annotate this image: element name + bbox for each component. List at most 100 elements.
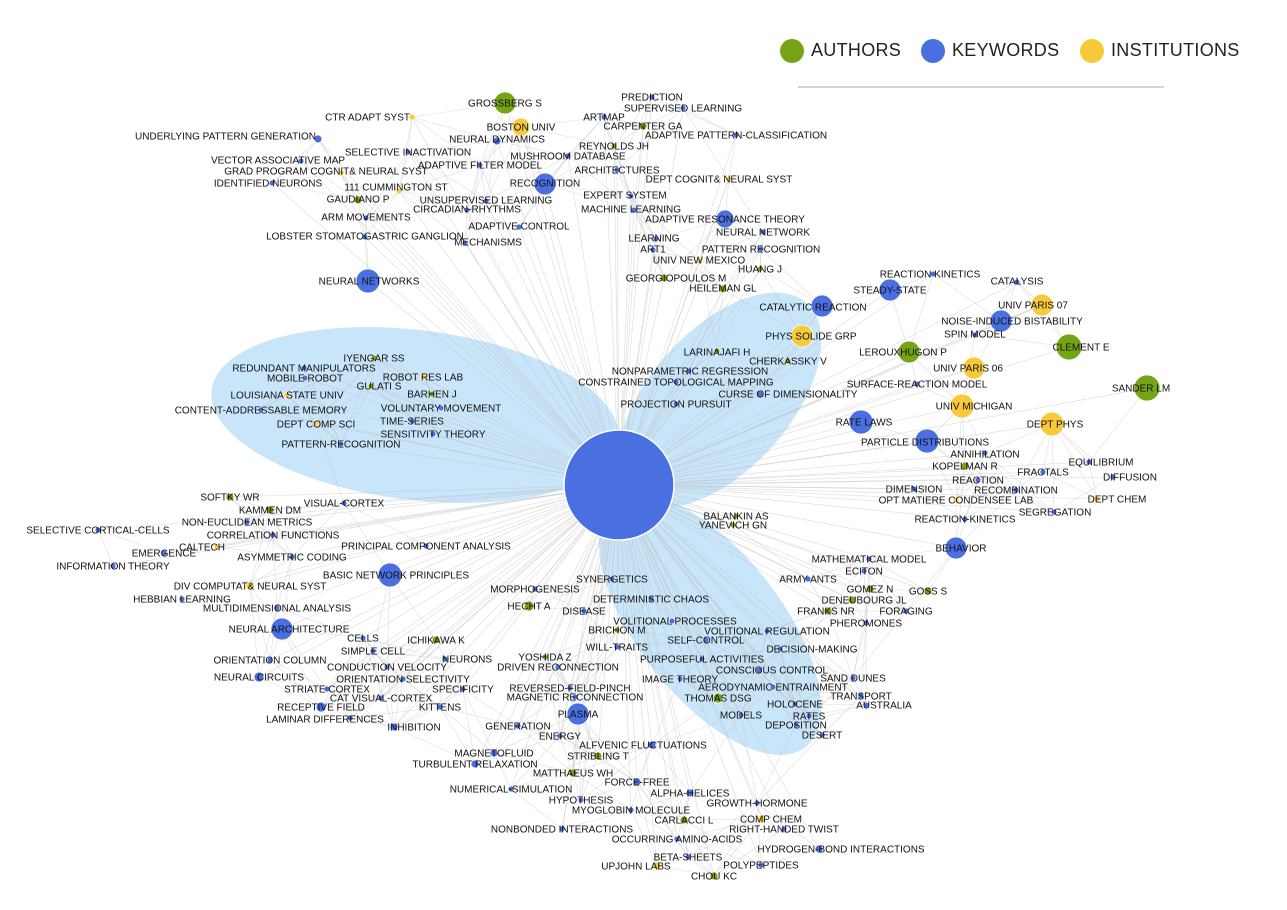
author-node-dot xyxy=(265,505,275,515)
edge-link xyxy=(520,126,615,147)
node-label: DEPT PHYS xyxy=(1027,420,1084,431)
edge-link xyxy=(510,788,582,801)
edge-link xyxy=(479,155,569,166)
keyword-node-dot xyxy=(902,607,910,615)
edge-link xyxy=(411,407,442,422)
node-label: GULATI S xyxy=(357,382,402,393)
graph-node-yanevich-gn: YANEVICH GN xyxy=(699,521,767,532)
edge-link xyxy=(271,138,319,184)
keyword-node-dot xyxy=(759,228,767,236)
edge-link xyxy=(679,678,774,688)
keyword-node-dot xyxy=(944,536,968,560)
edge-link xyxy=(479,140,498,166)
node-label: MULTIDIMENSIONAL ANALYSIS xyxy=(203,604,352,615)
edge-link xyxy=(977,471,1044,481)
edge-link xyxy=(758,648,781,671)
node-label: PREDICTION xyxy=(621,93,683,104)
edge-link xyxy=(343,502,391,576)
keyword-node-dot xyxy=(929,270,937,278)
edge-link xyxy=(534,578,613,590)
edge-link xyxy=(407,151,481,166)
legend-divider xyxy=(798,86,1164,88)
node-label: LEARNING xyxy=(628,234,679,245)
graph-node-will-traits: WILL-TRAITS xyxy=(586,643,649,654)
edge-hub xyxy=(618,405,963,486)
node-label: NONPARAMETRIC REGRESSION xyxy=(612,367,769,378)
edge-link xyxy=(701,658,760,671)
keyword-node-dot xyxy=(566,684,574,692)
edge-link xyxy=(97,529,165,554)
keyword-node-dot xyxy=(989,309,1013,333)
graph-node-inhibition: INHIBITION xyxy=(387,723,440,734)
edge-link xyxy=(216,546,293,558)
keyword-node-dot xyxy=(769,683,777,691)
graph-node-architectures: ARCHITECTURES xyxy=(574,166,659,177)
edge-link xyxy=(466,183,546,211)
authors-dot-icon xyxy=(780,39,804,63)
edge-link xyxy=(1051,423,1055,513)
edge-hub xyxy=(613,145,620,486)
edge-link xyxy=(393,726,476,765)
node-label: UPJOHN LABS xyxy=(601,862,671,873)
edge-link xyxy=(493,713,579,754)
author-node-dot xyxy=(638,121,648,131)
node-label: ORIENTATION COLUMN xyxy=(214,656,327,667)
graph-node-basic-network-principles: BASIC NETWORK PRINCIPLES xyxy=(323,562,469,588)
node-label: UNIV PARIS 07 xyxy=(998,301,1068,312)
graph-node-kopelman-r: KOPELMAN R xyxy=(932,462,998,473)
edge-link xyxy=(398,151,409,192)
edge-hub xyxy=(317,138,620,486)
edge-link xyxy=(630,809,678,840)
graph-node-barhen-j: BARHEN J xyxy=(407,390,456,401)
node-label: PATTERN RECOGNITION xyxy=(702,245,821,256)
node-label: RATE LAWS xyxy=(836,418,893,429)
node-label: OCCURRING AMINO-ACIDS xyxy=(612,835,743,846)
edge-hub xyxy=(618,346,1070,486)
graph-node-georgiopoulos-m: GEORGIOPOULOS M xyxy=(626,274,727,285)
keyword-node-dot xyxy=(1012,486,1020,494)
node-label: GEORGIOPOULOS M xyxy=(626,274,727,285)
edge-link xyxy=(462,688,476,765)
node-label: NOISE-INDUCED BISTABILITY xyxy=(941,317,1083,328)
edge-hub xyxy=(258,484,620,678)
edge-link xyxy=(559,687,571,737)
edge-link xyxy=(572,744,653,774)
node-label: DEPT COMP SCI xyxy=(277,420,356,431)
graph-node-alpha-helices: ALPHA-HELICES xyxy=(651,789,730,800)
edge-link xyxy=(679,639,707,680)
graph-node-pheromones: PHEROMONES xyxy=(830,619,903,630)
edge-link xyxy=(260,367,305,411)
edge-link xyxy=(827,610,854,679)
keyword-node-dot xyxy=(780,825,788,833)
edge-hub xyxy=(618,367,975,486)
edge-link xyxy=(701,658,719,699)
edge-hub xyxy=(269,484,620,511)
graph-node-huang-j: HUANG J xyxy=(738,265,782,276)
node-label: CTR ADAPT SYST xyxy=(325,113,410,124)
institution-node-dot xyxy=(725,175,733,183)
author-node-dot xyxy=(613,626,621,634)
edge-link xyxy=(905,590,929,612)
edge-link xyxy=(651,96,737,136)
institution-node-dot xyxy=(757,814,767,824)
edge-link xyxy=(386,666,395,728)
graph-node-neural-network: NEURAL NETWORK xyxy=(716,228,810,239)
edge-link xyxy=(698,260,724,290)
edge-link xyxy=(534,588,585,612)
graph-node-learning: LEARNING xyxy=(628,234,679,245)
keyword-node-dot xyxy=(257,406,265,414)
edge-link xyxy=(271,172,342,184)
edge-link xyxy=(544,183,635,211)
edge-link xyxy=(580,744,653,801)
graph-node-occurring-amino-acids: OCCURRING AMINO-ACIDS xyxy=(612,835,743,846)
edge-link xyxy=(633,209,657,240)
node-label: CIRCADIAN-RHYTHMS xyxy=(413,205,521,216)
edge-link xyxy=(679,669,760,680)
graph-node-gaudiano-p: GAUDIANO P xyxy=(327,195,390,206)
node-label: MATHEMATICAL MODEL xyxy=(812,555,927,566)
edge-link xyxy=(479,164,487,202)
edge-link xyxy=(249,585,271,661)
edge-link xyxy=(740,669,760,716)
edge-link xyxy=(616,646,703,660)
edge-link xyxy=(260,377,306,411)
